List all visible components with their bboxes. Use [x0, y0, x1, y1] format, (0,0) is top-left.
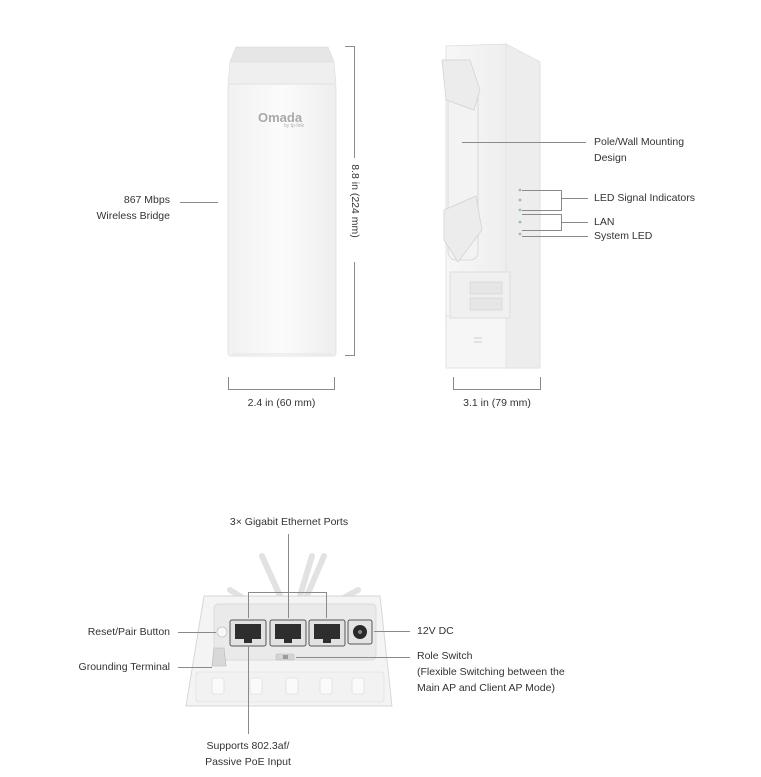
- width-dimension: 2.4 in (60 mm): [247, 397, 316, 409]
- front-label-line1: 867 Mbps: [123, 194, 170, 206]
- mount-leader: [462, 142, 586, 143]
- led-leader-top: [522, 190, 562, 191]
- height-dim-line-bottom: [354, 262, 355, 356]
- front-view-device: [227, 46, 337, 357]
- grounding-leader: [178, 667, 212, 668]
- lan-leader-bottom: [522, 230, 562, 231]
- ports-leader-bar: [248, 592, 327, 593]
- lan-leader-out: [562, 222, 588, 223]
- depth-dim-line: [453, 389, 541, 390]
- poe-label-line2: Passive PoE Input: [205, 756, 291, 768]
- dc-label: 12V DC: [417, 625, 454, 637]
- ports-label: 3× Gigabit Ethernet Ports: [229, 516, 349, 528]
- omada-logo: Omada: [258, 110, 303, 125]
- role-label-line2: (Flexible Switching between the: [417, 666, 565, 678]
- poe-label-line1: Supports 802.3af/: [206, 740, 290, 752]
- ports-leader-mid: [288, 592, 289, 618]
- height-dim-tick-bottom: [345, 355, 355, 356]
- grounding-label: Grounding Terminal: [78, 661, 170, 673]
- depth-dim-tick-right: [540, 377, 541, 390]
- front-label-line2: Wireless Bridge: [96, 210, 170, 222]
- lan-label: LAN: [594, 216, 615, 228]
- width-dim-tick-right: [334, 377, 335, 390]
- depth-dim-tick-left: [453, 377, 454, 390]
- led-leader-out: [562, 198, 588, 199]
- mount-label-line2: Design: [594, 152, 627, 164]
- led-leader-bottom: [522, 210, 562, 211]
- lan-leader-top: [522, 214, 562, 215]
- side-view-device: [441, 43, 541, 369]
- depth-dimension: 3.1 in (79 mm): [463, 397, 531, 409]
- width-dim-line: [228, 389, 335, 390]
- lan-leader-bracket: [561, 214, 562, 231]
- role-label-line1: Role Switch: [417, 650, 473, 662]
- poe-leader: [248, 646, 249, 734]
- led-leader-bracket: [561, 190, 562, 211]
- system-led-label: System LED: [594, 230, 653, 242]
- width-dim-tick-left: [228, 377, 229, 390]
- ports-leader-left: [248, 592, 249, 618]
- height-dimension: 8.8 in (224 mm): [349, 164, 361, 238]
- system-led-leader: [522, 236, 588, 237]
- role-leader: [296, 657, 410, 658]
- height-dim-line-top: [354, 46, 355, 158]
- omada-logo-sub: by tp-link: [284, 123, 305, 129]
- ports-leader-stem: [288, 534, 289, 592]
- led-signal-label: LED Signal Indicators: [594, 192, 695, 204]
- bottom-view-device: [185, 553, 393, 707]
- reset-label: Reset/Pair Button: [87, 626, 170, 638]
- ports-leader-right: [326, 592, 327, 618]
- mount-label-line1: Pole/Wall Mounting: [594, 136, 685, 148]
- dc-leader: [374, 631, 410, 632]
- height-dim-tick-top: [345, 46, 355, 47]
- role-label-line3: Main AP and Client AP Mode): [417, 682, 555, 694]
- reset-leader: [178, 632, 216, 633]
- front-label-leader: [180, 202, 218, 203]
